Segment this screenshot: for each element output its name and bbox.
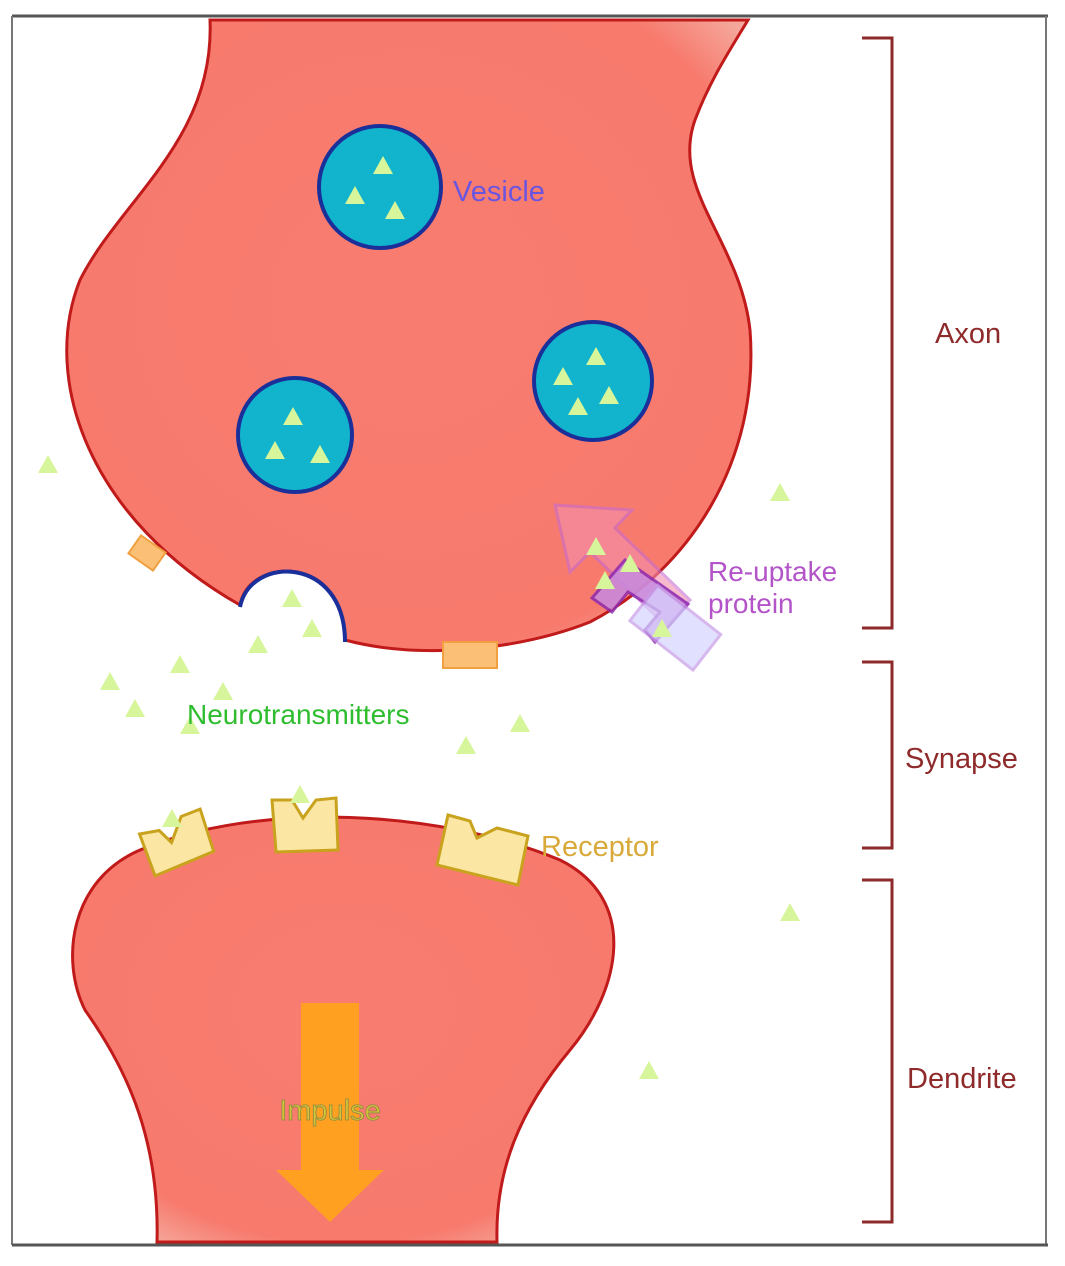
axon-region-label: Axon xyxy=(935,318,1001,350)
vesicle-1 xyxy=(317,124,443,250)
synapse-bracket xyxy=(862,660,894,850)
axon-terminal xyxy=(65,18,753,652)
reuptake-protein xyxy=(589,557,723,673)
vesicle-3 xyxy=(532,320,654,442)
vesicle-2 xyxy=(236,376,354,494)
receptor-1 xyxy=(137,807,216,878)
dendrite-bracket xyxy=(862,878,894,1224)
membrane-channel-bottom xyxy=(442,641,498,669)
reuptake-label-line2: protein xyxy=(708,588,794,619)
impulse-arrow xyxy=(276,1003,384,1222)
synapse-region-label: Synapse xyxy=(905,743,1018,775)
dendrite-region-label: Dendrite xyxy=(907,1063,1017,1095)
receptor-3 xyxy=(435,813,530,887)
reuptake-label-line1: Re-uptake xyxy=(708,556,837,587)
membrane-channel-left xyxy=(127,533,167,573)
receptor-label: Receptor xyxy=(541,831,659,863)
neurotransmitters-label: Neurotransmitters xyxy=(187,699,410,730)
impulse-label: Impulse xyxy=(279,1095,381,1127)
vesicle-label: Vesicle xyxy=(453,176,545,208)
receptor-2 xyxy=(270,796,340,854)
axon-bracket xyxy=(862,36,894,630)
